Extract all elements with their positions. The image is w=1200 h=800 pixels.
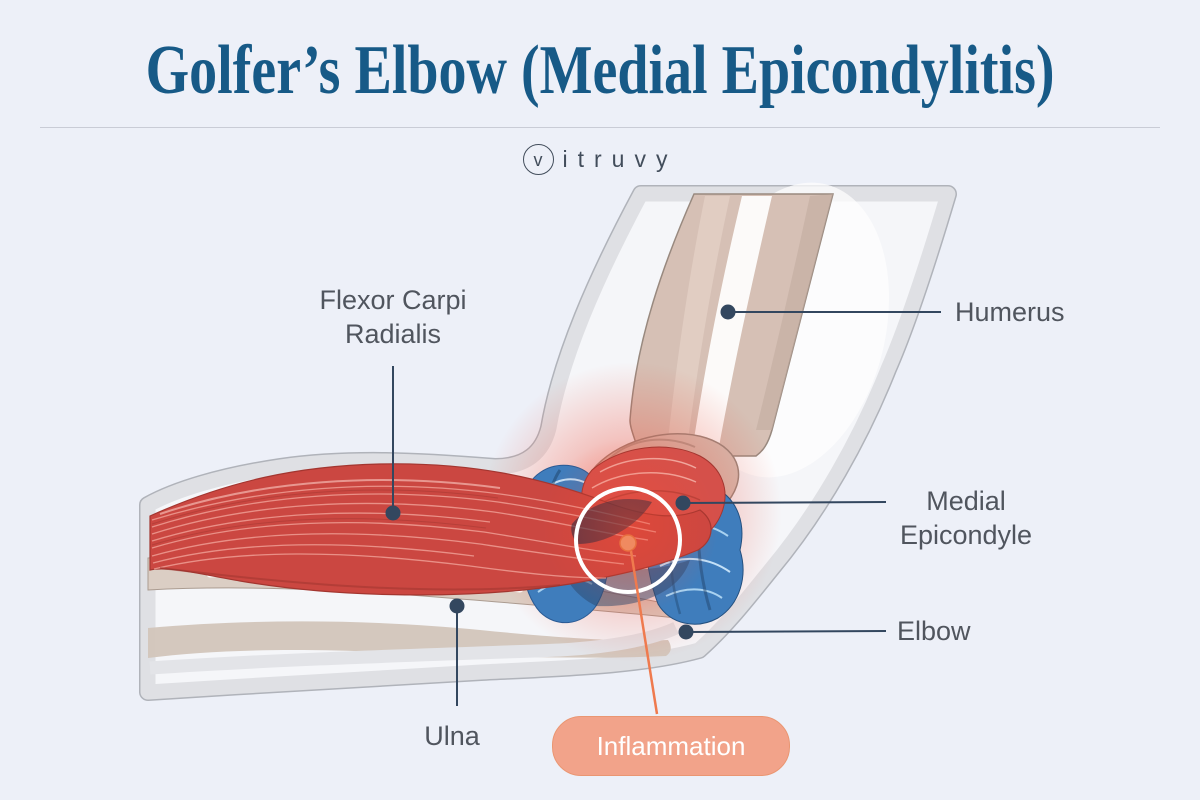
leader-lines — [392, 311, 941, 706]
page-title-text: Golfer’s Elbow (Medial Epicondylitis) — [145, 32, 1055, 109]
elbow-leader-line — [685, 630, 887, 633]
page-title: Golfer’s Elbow (Medial Epicondylitis) — [0, 34, 1200, 108]
label-medial-line1: Medial — [926, 486, 1006, 516]
ulna-anchor-dot — [449, 598, 465, 614]
anchor-dots — [385, 304, 736, 640]
label-flexor-line2: Radialis — [344, 319, 442, 349]
flexor-anchor-dot — [385, 505, 401, 521]
medial-epicondyle-anchor-dot — [675, 495, 691, 511]
label-medial-epicondyle: Medial Epicondyle — [900, 484, 1032, 552]
inflammation-dot — [619, 534, 637, 552]
label-ulna: Ulna — [424, 721, 480, 751]
label-flexor-carpi-radialis: Flexor Carpi Radialis — [319, 283, 466, 351]
label-medial-line2: Epicondyle — [899, 520, 1033, 550]
inflammation-hotspot-glow — [542, 438, 718, 614]
title-divider — [40, 127, 1160, 128]
brand-logo-letter: v — [533, 149, 543, 170]
label-humerus: Humerus — [955, 297, 1065, 327]
inflammation-leader-line — [629, 550, 659, 715]
label-flexor-line1: Flexor Carpi — [319, 285, 467, 315]
medial-epicondyle-leader-line — [682, 501, 887, 504]
label-elbow: Elbow — [897, 616, 971, 646]
brand-logo-circle-icon: v — [522, 144, 554, 175]
annotation-ring-icon — [574, 486, 682, 594]
inflammation-badge: Inflammation — [552, 716, 790, 776]
humerus-anchor-dot — [720, 304, 736, 320]
brand-logo-name: itruvy — [562, 146, 678, 172]
elbow-anchor-dot — [678, 624, 694, 640]
brand-logo: v itruvy — [0, 144, 1200, 175]
